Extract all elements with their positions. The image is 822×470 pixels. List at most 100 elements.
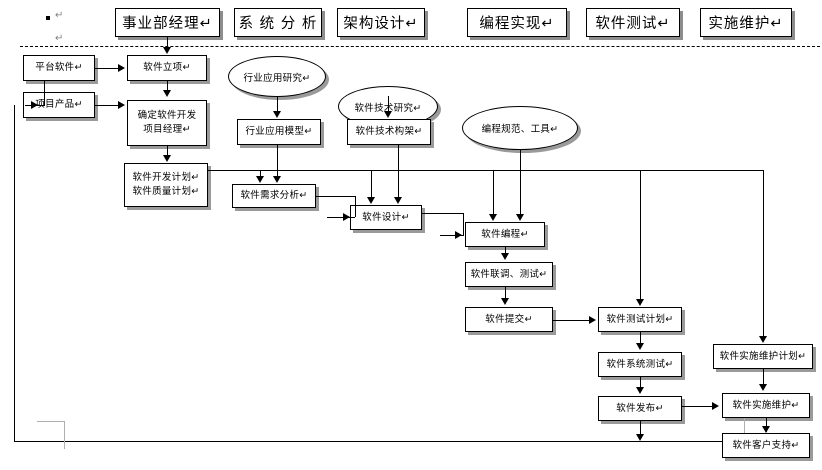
arrow-plan-to-maintenance-plan xyxy=(759,336,767,343)
lane-header-maintenance-label: 实施维护↵ xyxy=(708,16,784,32)
arrow-submit-to-test-plan xyxy=(589,316,596,324)
node-software-release-label: 软件发布↵ xyxy=(616,402,664,414)
edge-submit-to-test-plan xyxy=(553,320,591,321)
node-tech-framework-label: 软件技术构架↵ xyxy=(355,126,423,138)
node-customer-support-label: 软件客户支持↵ xyxy=(732,439,800,451)
node-dev-plan-line1: 软件开发计划↵ xyxy=(132,172,200,184)
node-joint-debug-test-label: 软件联调、测试↵ xyxy=(470,268,548,280)
node-platform-software: 平台软件↵ xyxy=(23,55,95,81)
edge-plan-to-test-plan xyxy=(640,170,641,300)
node-industry-model-label: 行业应用模型↵ xyxy=(245,126,313,138)
edge-product-to-pm xyxy=(95,105,119,106)
arrow-industry-research-to-model xyxy=(273,111,281,118)
arrow-model-to-requirement xyxy=(273,176,281,183)
lane-header-architecture: 架构设计↵ xyxy=(337,8,425,37)
node-test-plan-label: 软件测试计划↵ xyxy=(606,313,674,325)
arrow-product-to-pm xyxy=(118,101,125,109)
edge-plan-to-coding xyxy=(493,170,494,215)
arrow-test-plan-to-system-test xyxy=(636,343,644,350)
pilcrow-mark-1: ↵ xyxy=(55,10,64,21)
ellipse-tech-research-label: 软件技术研究↵ xyxy=(354,102,422,114)
arrow-maintenance-plan-to-maintenance xyxy=(759,384,767,391)
edge-maintenance-plan-to-maintenance xyxy=(763,369,764,385)
edge-left-feedback-riser xyxy=(14,105,15,442)
node-maintenance-label: 软件实施维护↵ xyxy=(732,399,800,411)
lane-header-system-analysis-label: 系 统 分 析 xyxy=(238,16,318,32)
edge-framework-to-design xyxy=(398,145,399,198)
edge-system-test-to-release xyxy=(640,377,641,388)
lane-header-architecture-label: 架构设计↵ xyxy=(343,16,419,32)
node-system-test: 软件系统测试↵ xyxy=(598,352,682,377)
node-software-coding-label: 软件编程↵ xyxy=(481,228,529,240)
node-customer-support: 软件客户支持↵ xyxy=(722,433,810,458)
lane-header-maintenance: 实施维护↵ xyxy=(700,8,792,37)
arrow-plan-to-requirement xyxy=(256,176,264,183)
arrow-tech-research-to-framework xyxy=(384,111,392,118)
arrow-platform-to-initiation xyxy=(118,64,125,72)
arrow-maintenance-to-support xyxy=(762,426,770,433)
edge-requirement-to-design-h2 xyxy=(327,217,355,218)
node-requirement-analysis-label: 软件需求分析↵ xyxy=(240,190,308,202)
pilcrow-mark-2: ↵ xyxy=(55,33,64,44)
edge-test-plan-to-system-test xyxy=(640,332,641,344)
node-software-initiation: 软件立项↵ xyxy=(127,55,207,81)
arrow-initiation-to-pm xyxy=(163,90,171,97)
edge-design-to-coding-h2 xyxy=(440,235,464,236)
edge-requirement-to-design-h1 xyxy=(316,196,356,197)
ellipse-coding-standard: 编程规范、工具↵ xyxy=(462,106,578,150)
node-test-plan: 软件测试计划↵ xyxy=(598,307,682,332)
node-dev-quality-plan: 软件开发计划↵ 软件质量计划↵ xyxy=(124,163,208,207)
edge-debug-to-submit xyxy=(505,287,506,299)
arrow-coding-standard-to-coding xyxy=(516,214,524,221)
edge-pm-to-plan xyxy=(167,146,168,155)
edge-coding-standard-to-coding xyxy=(520,150,521,215)
edge-release-to-maintenance xyxy=(682,406,714,407)
node-system-test-label: 软件系统测试↵ xyxy=(606,358,674,370)
lane-separator-dashed xyxy=(20,46,820,47)
corner-mark-vertical xyxy=(64,421,65,449)
arrow-debug-to-submit xyxy=(501,298,509,305)
arrow-coding-to-debug xyxy=(501,253,509,260)
node-software-release: 软件发布↵ xyxy=(598,396,682,421)
edge-tech-research-to-framework xyxy=(388,96,389,112)
node-software-design-label: 软件设计↵ xyxy=(362,211,410,223)
lane-header-manager-label: 事业部经理↵ xyxy=(122,16,213,32)
edge-requirement-to-design-v xyxy=(355,196,356,217)
node-maintenance: 软件实施维护↵ xyxy=(722,393,810,418)
arrow-system-test-to-release xyxy=(636,387,644,394)
node-assign-pm-line1: 确定软件开发 xyxy=(137,110,197,122)
edge-model-to-requirement xyxy=(277,145,278,178)
edge-design-to-coding-v xyxy=(463,213,464,235)
lane-header-programming-label: 编程实现↵ xyxy=(479,16,555,32)
edge-release-to-bottom-bus xyxy=(640,421,641,435)
edge-initiation-to-pm xyxy=(167,81,168,92)
edge-maintenance-to-support xyxy=(766,418,767,432)
ellipse-industry-research: 行业应用研究↵ xyxy=(228,56,326,97)
edge-design-to-coding-h1 xyxy=(422,213,464,214)
node-industry-model: 行业应用模型↵ xyxy=(237,119,321,145)
edge-left-bracket-vertical xyxy=(44,81,45,105)
arrow-release-to-maintenance xyxy=(712,402,719,410)
bullet-mark xyxy=(46,16,50,20)
edge-plan-to-design xyxy=(371,170,372,198)
ellipse-industry-research-label: 行业应用研究↵ xyxy=(243,72,311,84)
arrow-plan-to-test-plan xyxy=(636,299,644,306)
node-maintenance-plan: 软件实施维护计划↵ xyxy=(713,344,813,369)
lane-header-system-analysis: 系 统 分 析 xyxy=(234,8,322,37)
arrow-design-to-coding xyxy=(455,231,462,239)
edge-plan-distribution-bus xyxy=(208,170,764,171)
edge-plan-to-requirement xyxy=(260,170,261,178)
lane-header-testing-label: 软件测试↵ xyxy=(595,16,671,32)
node-software-initiation-label: 软件立项↵ xyxy=(143,62,191,74)
edge-plan-to-maintenance-plan xyxy=(763,170,764,337)
arrow-manager-to-initiation xyxy=(163,47,171,54)
edge-bottom-feedback-bus xyxy=(14,441,722,442)
ellipse-coding-standard-label: 编程规范、工具↵ xyxy=(481,124,559,135)
arrow-framework-to-design xyxy=(394,197,402,204)
corner-mark-horizontal xyxy=(37,421,65,422)
edge-platform-to-initiation xyxy=(95,68,119,69)
edge-maintenance-to-support-gray xyxy=(744,418,745,433)
node-maintenance-plan-label: 软件实施维护计划↵ xyxy=(719,350,807,362)
arrow-feedback-into-left-bracket xyxy=(31,101,38,109)
